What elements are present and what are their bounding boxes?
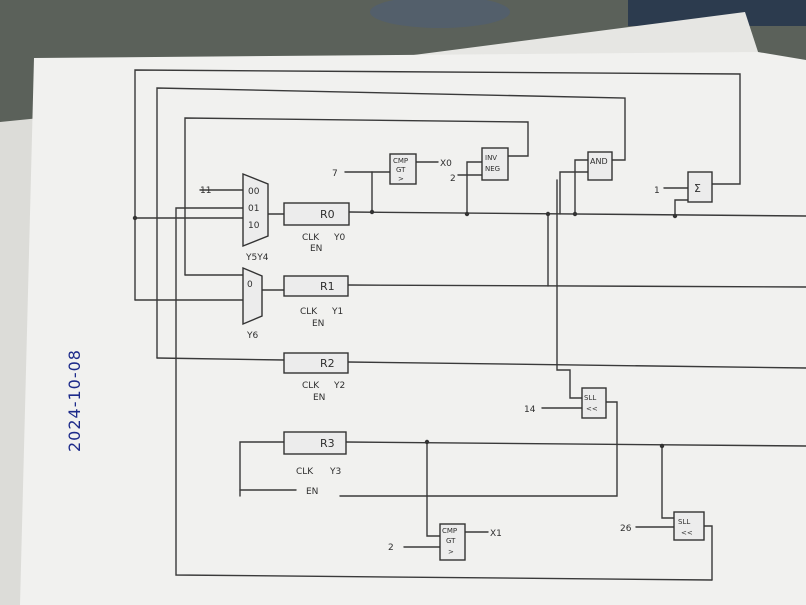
register-r3-y: Y3 [329,467,341,477]
inv-l1: INV [485,154,497,162]
register-r3: R3 CLK Y3 EN [283,431,347,497]
register-r1: R1 CLK Y1 EN [283,275,349,329]
register-r2-clk: CLK [302,381,320,391]
register-r0-en: EN [310,244,322,254]
sum-block: Σ 1 [654,171,713,203]
mux-top-input-0: 00 [248,187,260,197]
sll-bottom-l2: << [681,529,693,537]
inv-neg-block: INV NEG 2 [450,147,509,184]
and-label: AND [590,157,608,166]
inv-l2: NEG [485,165,500,173]
cmp-bottom-l3: > [448,548,454,556]
cmp-top-out: X0 [440,159,452,169]
cmp-bottom-l2: GT [446,537,456,545]
cmp-top-l2: GT [396,166,406,174]
mux-top-select: Y5Y4 [245,253,269,263]
cmp-top-const: 7 [332,169,338,179]
ink-stain [370,0,510,28]
cmp-bottom-const: 2 [388,543,394,553]
cmp-top-l3: > [398,175,404,183]
register-r2-y: Y2 [333,381,345,391]
sum-label: Σ [694,182,701,195]
sll-bottom-l1: SLL [678,518,690,526]
sll-mid-block: SLL << 14 [524,387,607,419]
mux-top-input-2: 10 [248,221,260,231]
register-r3-clk: CLK [296,467,314,477]
cmp-bottom-out: X1 [490,529,502,539]
sum-const: 1 [654,186,660,196]
sll-mid-l2: << [586,405,598,413]
register-r0-y: Y0 [333,233,345,243]
and-block: AND [587,151,613,181]
sll-mid-const: 14 [524,405,536,415]
register-r1-clk: CLK [300,307,318,317]
register-r1-name: R1 [320,280,335,293]
register-r3-en: EN [306,487,318,497]
sll-bottom-block: SLL << 26 [620,511,705,541]
cmp-top-block: CMP GT > 7 X0 [332,153,452,185]
inv-const: 2 [450,174,456,184]
cmp-top-l1: CMP [393,157,408,165]
register-r2-en: EN [313,393,325,403]
mux-bottom-select: Y6 [246,331,258,341]
register-r0-name: R0 [320,208,335,221]
mux-top-input-1: 01 [248,204,259,214]
register-r1-en: EN [312,319,324,329]
junction-dots [132,209,678,449]
sll-mid-l1: SLL [584,394,596,402]
mux-bottom-input: 0 [247,280,253,290]
cmp-bottom-l1: CMP [442,527,457,535]
sll-bottom-const: 26 [620,524,632,534]
register-r0: R0 CLK Y0 EN [283,202,350,254]
register-r3-name: R3 [320,437,335,450]
wires [134,69,806,581]
register-r2-name: R2 [320,357,335,370]
register-r2: R2 CLK Y2 EN [283,352,349,403]
date-note: 2024-10-08 [65,349,84,452]
mux-top-input-11: 11 [200,186,211,196]
register-r0-clk: CLK [302,233,320,243]
mux-top: 00 01 10 11 Y5Y4 [200,172,269,263]
cmp-bottom-block: CMP GT > 2 X1 [388,523,502,561]
mux-bottom: 0 Y6 [242,266,263,341]
register-r1-y: Y1 [331,307,343,317]
